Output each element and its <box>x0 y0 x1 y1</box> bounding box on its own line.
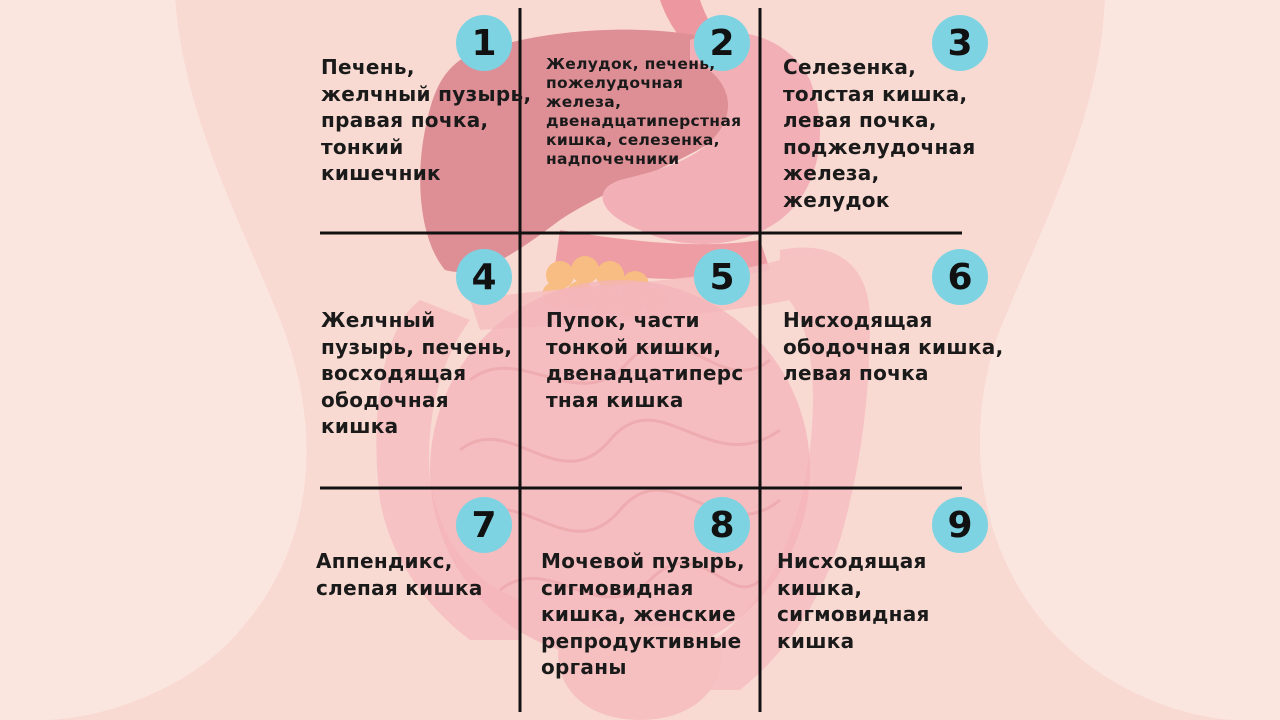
region-9-text: Нисходящая кишка, сигмовидная кишка <box>777 549 930 653</box>
stomach <box>602 32 820 244</box>
region-5-text: Пупок, части тонкой кишки, двенадцатипер… <box>546 308 744 412</box>
region-3-text: Селезенка, толстая кишка, левая почка, п… <box>783 55 976 212</box>
left-arm-gap <box>0 0 307 720</box>
region-9-number-badge: 9 <box>932 497 988 553</box>
bladder <box>558 625 722 720</box>
region-2-number-badge: 2 <box>694 15 750 71</box>
region-7-number-badge: 7 <box>456 497 512 553</box>
region-grid <box>320 8 962 712</box>
right-arm-gap <box>980 0 1280 720</box>
region-7-text: Аппендикс, слепая кишка <box>316 549 483 600</box>
region-6-number-badge: 6 <box>932 249 988 305</box>
region-4-text: Желчный пузырь, печень, восходящая ободо… <box>321 308 513 438</box>
region-8-number-badge: 8 <box>694 497 750 553</box>
region-5-number-badge: 5 <box>694 249 750 305</box>
region-8-text: Мочевой пузырь, сигмовидная кишка, женск… <box>541 549 745 679</box>
region-1-text: Печень, желчный пузырь, правая почка, то… <box>321 55 532 185</box>
region-2-text: Желудок, печень, пожелудочная железа, дв… <box>546 55 742 168</box>
region-1-number-badge: 1 <box>456 15 512 71</box>
small-intestine <box>430 280 810 660</box>
liver <box>420 29 758 272</box>
region-3-number-badge: 3 <box>932 15 988 71</box>
region-4-number-badge: 4 <box>456 249 512 305</box>
region-6-text: Нисходящая ободочная кишка, левая почка <box>783 308 1004 385</box>
